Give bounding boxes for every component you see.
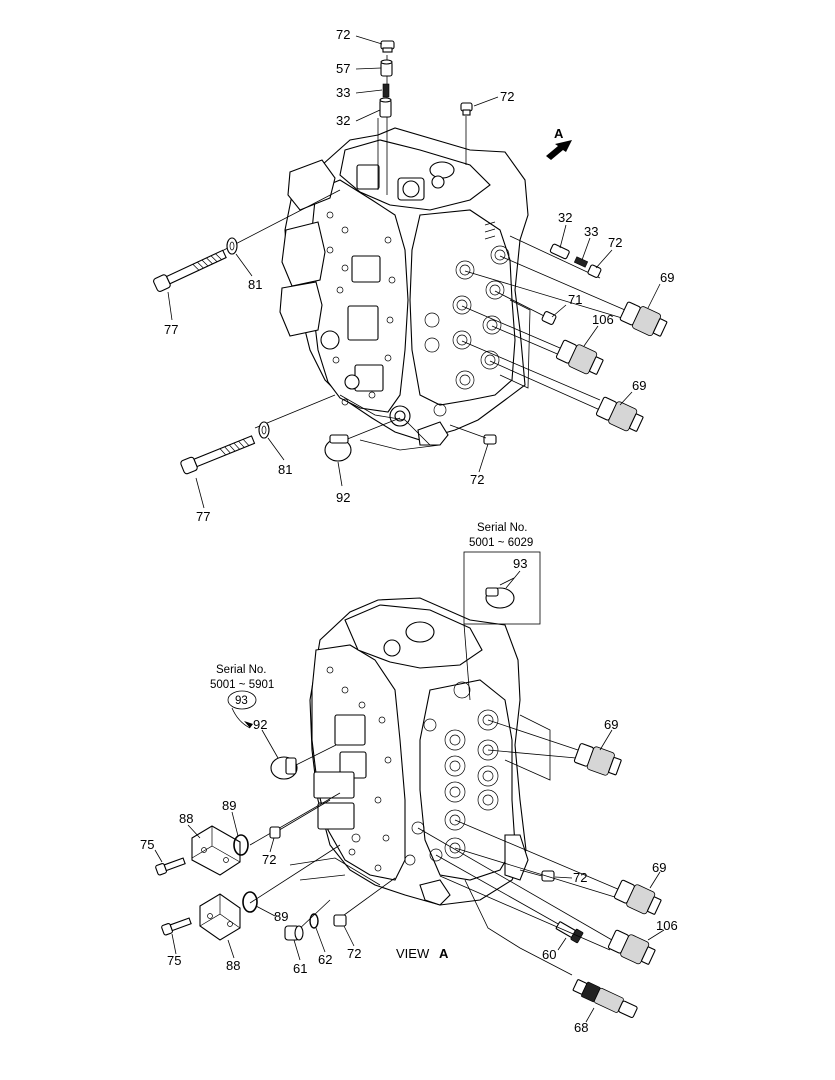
label-72: 72 xyxy=(573,870,587,885)
bolt-77-lower xyxy=(180,394,336,475)
label-69: 69 xyxy=(632,378,646,393)
label-69: 69 xyxy=(604,717,618,732)
label-69: 69 xyxy=(660,270,674,285)
label-57: 57 xyxy=(336,61,350,76)
bottom-leaders xyxy=(154,570,665,1023)
serial-left-line1: Serial No. xyxy=(216,664,267,676)
top-bracket-lines xyxy=(499,299,531,389)
label-77: 77 xyxy=(196,509,210,524)
label-69: 69 xyxy=(652,860,666,875)
label-72: 72 xyxy=(262,852,276,867)
bolt-77-upper xyxy=(153,189,341,292)
solenoid-106-view xyxy=(417,827,656,965)
solenoid-69-lower xyxy=(461,340,644,432)
label-89: 89 xyxy=(274,909,288,924)
label-33: 33 xyxy=(584,224,598,239)
bottom-bracket-lines xyxy=(339,394,441,451)
top-valve-assembly xyxy=(279,127,529,446)
plug-72-bottom xyxy=(449,424,497,445)
top-stack-parts xyxy=(377,40,395,195)
plug-72-top xyxy=(460,102,473,165)
arrow-a-letter: A xyxy=(554,126,564,141)
plug-72-right xyxy=(519,869,555,882)
top-part-labels: 72 57 33 32 72 32 33 72 69 71 106 69 81 … xyxy=(164,27,674,524)
label-75: 75 xyxy=(140,837,154,852)
serial-top-line1: Serial No. xyxy=(477,522,528,534)
bottom-valve-assembly xyxy=(309,597,529,906)
label-72: 72 xyxy=(500,89,514,104)
serial-top-line2: 5001 ~ 6029 xyxy=(469,537,533,549)
label-77: 77 xyxy=(164,322,178,337)
view-letter: A xyxy=(439,946,449,961)
left-flange-parts xyxy=(155,792,396,941)
label-92: 92 xyxy=(336,490,350,505)
label-60: 60 xyxy=(542,947,556,962)
label-72: 72 xyxy=(336,27,350,42)
view-a-caption: VIEW A xyxy=(396,946,449,961)
label-72: 72 xyxy=(347,946,361,961)
label-106: 106 xyxy=(656,918,678,933)
view-word: VIEW xyxy=(396,946,430,961)
solenoid-69-view-lower xyxy=(454,819,662,915)
plug-92-top xyxy=(324,417,401,462)
relief-valve-68 xyxy=(464,879,638,1019)
label-106: 106 xyxy=(592,312,614,327)
solenoid-106 xyxy=(461,305,604,375)
label-92: 92 xyxy=(253,717,267,732)
label-88: 88 xyxy=(179,811,193,826)
valve-60 xyxy=(435,854,584,944)
label-93-oval: 93 xyxy=(235,695,248,707)
serial-note-left: Serial No. 5001 ~ 5901 xyxy=(210,664,274,729)
view-arrow-a xyxy=(546,140,572,160)
plug-71 xyxy=(494,290,557,325)
label-61: 61 xyxy=(293,961,307,976)
serial-box-top: Serial No. 5001 ~ 6029 xyxy=(463,522,541,701)
bottom-part-labels: 93 93 92 69 89 88 75 72 72 69 89 75 88 6… xyxy=(140,556,678,1035)
label-68: 68 xyxy=(574,1020,588,1035)
label-93: 93 xyxy=(513,556,527,571)
right-small-parts xyxy=(509,235,602,279)
label-89: 89 xyxy=(222,798,236,813)
label-71: 71 xyxy=(568,292,582,307)
label-33: 33 xyxy=(336,85,350,100)
label-88: 88 xyxy=(226,958,240,973)
label-81: 81 xyxy=(278,462,292,477)
solenoid-69-view-upper xyxy=(487,714,622,781)
solenoid-69-upper xyxy=(464,255,668,337)
label-62: 62 xyxy=(318,952,332,967)
label-32: 32 xyxy=(336,113,350,128)
serial-left-line2: 5001 ~ 5901 xyxy=(210,679,274,691)
label-72: 72 xyxy=(608,235,622,250)
label-81: 81 xyxy=(248,277,262,292)
top-leaders xyxy=(167,35,661,509)
label-32: 32 xyxy=(558,210,572,225)
label-75: 75 xyxy=(167,953,181,968)
label-72: 72 xyxy=(470,472,484,487)
plug-92-bottom xyxy=(261,729,337,780)
